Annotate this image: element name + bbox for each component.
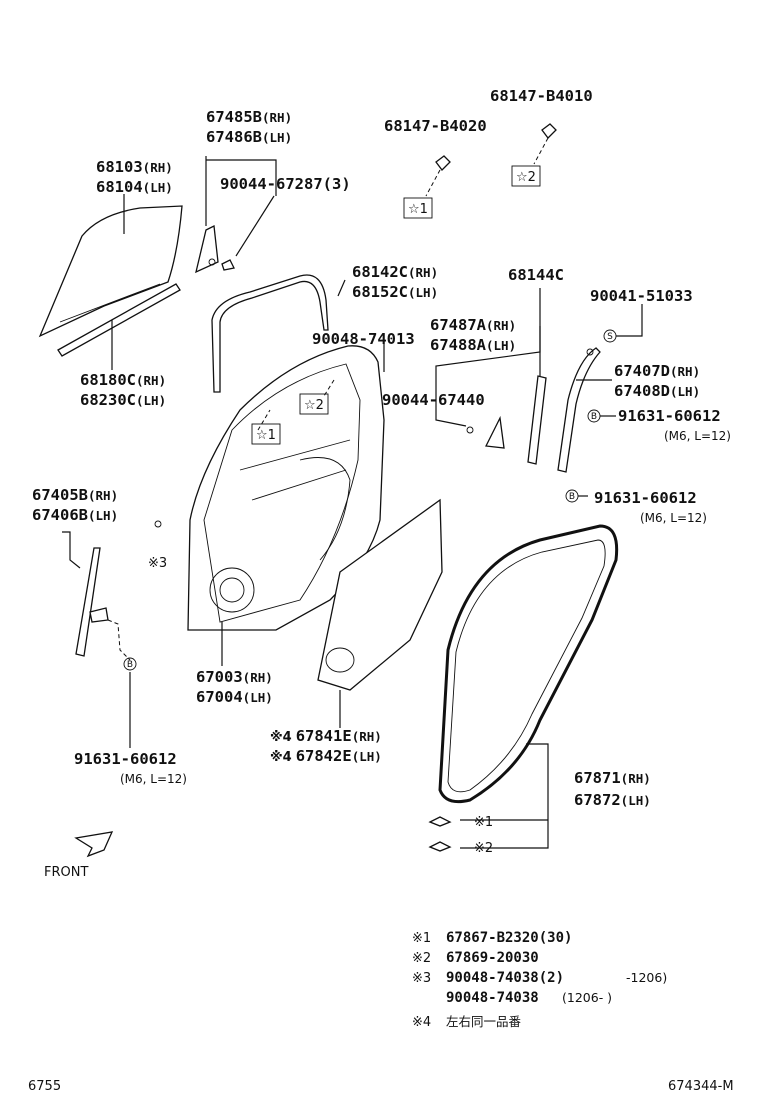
circle-b-marker-a: B [591, 412, 597, 422]
label-91631-60612-a-note: (M6, L=12) [664, 429, 731, 443]
star1-door-label: ☆1 [256, 428, 276, 443]
label-67407D: 67407D(RH) [614, 362, 700, 380]
legend-mark-3: ※3 [412, 971, 431, 986]
ref2-marker: ※2 [474, 841, 493, 856]
ref3-marker: ※3 [148, 556, 167, 571]
label-67004: 67004(LH) [196, 688, 273, 706]
front-frame-drawing [75, 547, 131, 661]
legend-text-4: 90048-74038 [446, 990, 539, 1006]
legend-text-3: 90048-74038(2) [446, 970, 564, 986]
label-68152C: 68152C(LH) [352, 283, 438, 301]
legend-text-5: 左右同一品番 [446, 1014, 522, 1029]
label-68144C: 68144C [508, 266, 564, 284]
circle-b-marker-b: B [569, 492, 575, 502]
label-67487A: 67487A(RH) [430, 316, 516, 334]
legend: ※1 67867-B2320(30) ※2 67869-20030 ※3 900… [412, 930, 667, 1030]
legend-mark-5: ※4 [412, 1015, 431, 1030]
label-91631-60612-c: 91631-60612 [74, 750, 177, 768]
star1-box-label: ☆1 [408, 202, 428, 217]
label-90044-67287: 90044-67287(3) [220, 175, 351, 193]
label-91631-60612-c-note: (M6, L=12) [120, 772, 187, 786]
label-68147-B4010: 68147-B4010 [490, 87, 593, 105]
footer-left: 6755 [28, 1079, 61, 1094]
belt-moulding-drawing [527, 375, 547, 465]
circle-b-marker-c: B [127, 660, 133, 670]
part-labels: 68103(RH) 68104(LH) 67485B(RH) 67486B(LH… [32, 87, 731, 880]
rear-frame-drawing [557, 347, 601, 473]
label-68142C: 68142C(RH) [352, 263, 438, 281]
label-91631-60612-b-note: (M6, L=12) [640, 511, 707, 525]
ref1-marker: ※1 [474, 815, 493, 830]
label-67872: 67872(LH) [574, 791, 651, 809]
weatherstrip-drawing [438, 524, 619, 804]
label-91631-60612-a: 91631-60612 [618, 407, 721, 425]
legend-extra-3: -1206) [626, 970, 667, 985]
label-67871: 67871(RH) [574, 769, 651, 787]
label-68147-B4020: 68147-B4020 [384, 117, 487, 135]
label-67488A: 67488A(LH) [430, 336, 516, 354]
label-68103: 68103(RH) [96, 158, 173, 176]
quarter-bracket-drawing [195, 225, 235, 274]
clip-drawings [425, 123, 557, 197]
star-markers: ☆1 ☆2 ☆1 ☆2 [251, 165, 541, 445]
footer-right: 674344-M [668, 1079, 734, 1094]
legend-extra-4: (1206- ) [562, 990, 612, 1005]
legend-text-2: 67869-20030 [446, 950, 539, 966]
leader-lines [62, 156, 643, 849]
label-67408D: 67408D(LH) [614, 382, 700, 400]
front-arrow-icon [74, 831, 114, 858]
front-label: FRONT [44, 865, 88, 880]
door-panel-drawing [187, 345, 385, 631]
weatherstrip-clips-drawing [154, 520, 452, 852]
legend-mark-1: ※1 [412, 931, 431, 946]
label-67003: 67003(RH) [196, 668, 273, 686]
label-68180C: 68180C(RH) [80, 371, 166, 389]
label-67405B: 67405B(RH) [32, 486, 118, 504]
door-glass-drawing [38, 205, 183, 357]
label-90044-67440: 90044-67440 [382, 391, 485, 409]
label-68230C: 68230C(LH) [80, 391, 166, 409]
circle-markers: S B B B [123, 329, 617, 671]
label-90041-51033: 90041-51033 [590, 287, 693, 305]
star2-door-label: ☆2 [304, 398, 324, 413]
label-68104: 68104(LH) [96, 178, 173, 196]
label-90048-74013: 90048-74013 [312, 330, 415, 348]
hole-cover-drawing [317, 498, 443, 691]
label-91631-60612-b: 91631-60612 [594, 489, 697, 507]
label-67406B: 67406B(LH) [32, 506, 118, 524]
circle-s-marker: S [607, 332, 613, 342]
star2-box-label: ☆2 [516, 170, 536, 185]
run-channel-drawing [211, 274, 329, 393]
legend-mark-2: ※2 [412, 951, 431, 966]
delta-trim-drawing [466, 415, 505, 449]
legend-text-1: 67867-B2320(30) [446, 930, 572, 946]
label-67485B: 67485B(RH) [206, 108, 292, 126]
label-67486B: 67486B(LH) [206, 128, 292, 146]
